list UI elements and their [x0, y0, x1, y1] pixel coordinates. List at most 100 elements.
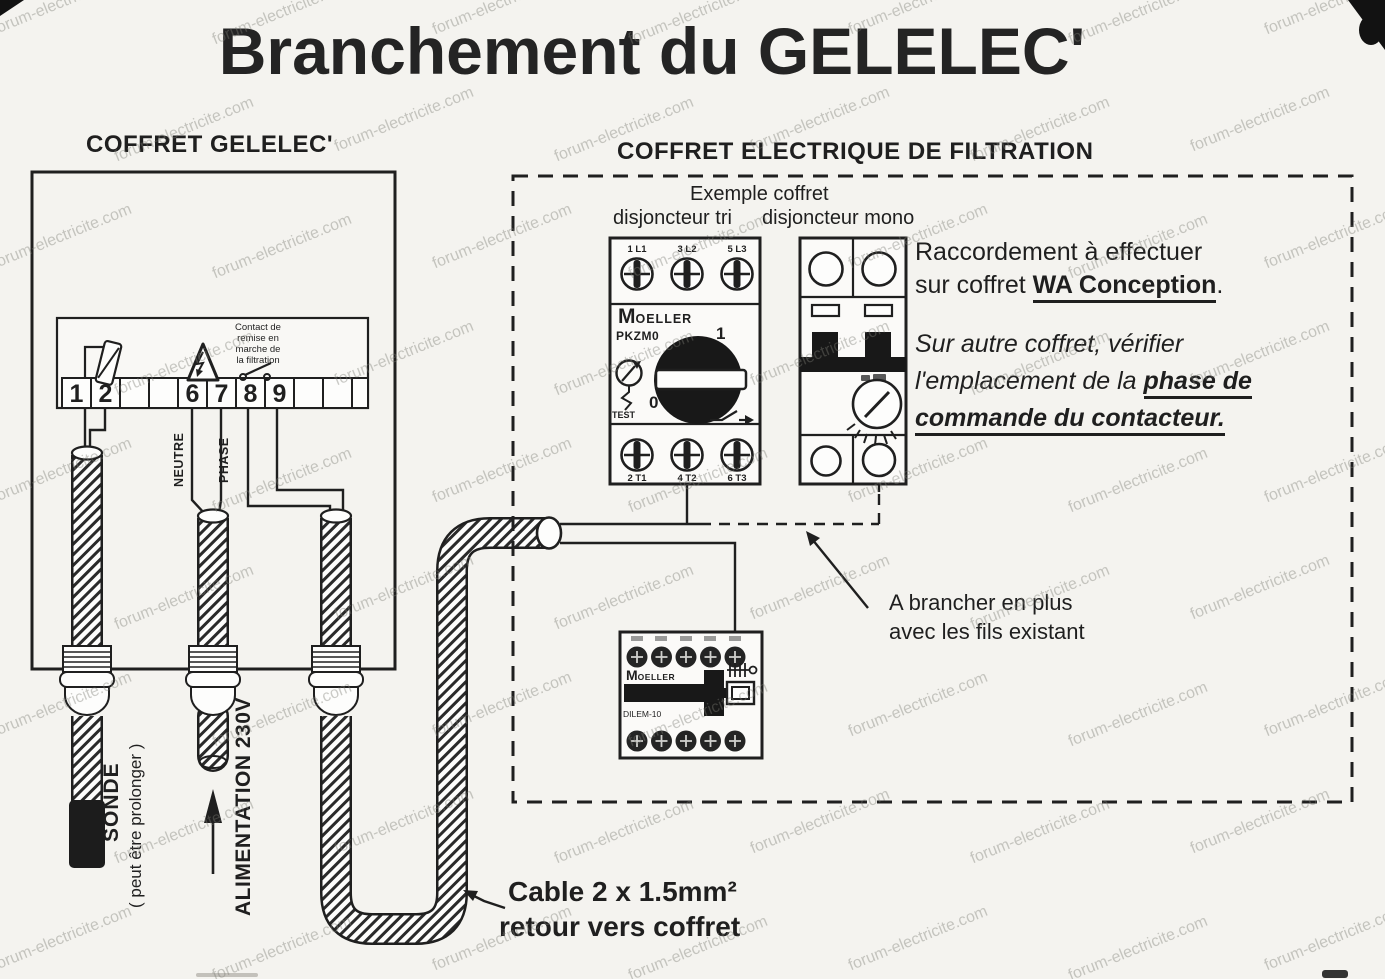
cable-glands: [59, 645, 364, 716]
contactor-bar-vertical: [704, 670, 724, 716]
contactor: [618, 630, 764, 760]
tri-terminal-label: 2 T1: [627, 473, 647, 484]
contactor-model: DILEM-10: [623, 709, 662, 719]
return-cable: [319, 508, 545, 945]
knob-off-label: 0: [649, 393, 659, 412]
cable-gland: [308, 645, 364, 716]
mono-window: [863, 303, 894, 318]
tri-breaker-brand: MOELLER: [618, 305, 693, 329]
mono-bottom-terminal: [810, 445, 842, 477]
wire-terminal-9: [275, 408, 345, 512]
terminal-number: 2: [99, 380, 113, 408]
test-label: TEST: [612, 410, 636, 420]
knob-on-label: 1: [716, 324, 726, 343]
tri-terminal-label: 4 T2: [677, 473, 696, 484]
mono-window: [810, 303, 841, 318]
wire-terminal-2: [88, 408, 107, 447]
contactor-brand: MOELLER: [626, 667, 675, 684]
aux-contact-icon: [710, 410, 754, 425]
brancher-note-line2: avec les fils existant: [889, 619, 1085, 644]
filtration-box-label: COFFRET ELECTRIQUE DE FILTRATION: [617, 138, 1094, 165]
mono-toggle: [800, 332, 906, 372]
tri-breaker: 1 L1 3 L2 5 L3: [608, 236, 762, 486]
contactor-bottom-terminals: [626, 730, 746, 752]
raccordement-note-line1: Raccordement à effectuer: [915, 238, 1203, 266]
tri-breaker-top-terminals: [620, 257, 754, 291]
brancher-arrow-head: [806, 531, 820, 546]
raccordement-suffix: .: [1216, 271, 1224, 299]
raccordement-prefix: sur coffret: [915, 271, 1033, 299]
warning-triangle-icon: [186, 342, 220, 382]
wire-neutre: [190, 408, 206, 515]
terminal-number: 9: [273, 380, 287, 408]
mono-top-terminal: [808, 251, 844, 287]
brand-initial: M: [618, 305, 636, 328]
neutre-label: NEUTRE: [172, 432, 186, 487]
alimentation-label: ALIMENTATION 230V: [232, 697, 255, 916]
tri-breaker-bottom-terminals: [620, 438, 754, 472]
brancher-note-line1: A brancher en plus: [889, 590, 1073, 615]
sonde-cable: [69, 445, 105, 868]
brand-initial: M: [626, 667, 638, 683]
autre-coffret-line1: Sur autre coffret, vérifier: [915, 330, 1184, 358]
test-dial-icon: [615, 359, 643, 411]
mono-bottom-terminal: [861, 442, 897, 478]
gelelec-box-label: COFFRET GELELEC': [86, 131, 334, 158]
page-title: Branchement du GELELEC': [218, 14, 1086, 88]
rotary-knob: [654, 336, 748, 424]
autre-coffret-line3: commande du contacteur.: [915, 405, 1225, 436]
contactor-bar: [624, 684, 704, 702]
alimentation-cable: [196, 508, 230, 772]
cable-note-line1: Cable 2 x 1.5mm²: [508, 876, 737, 907]
raccordement-note-line2: sur coffret WA Conception.: [915, 271, 1224, 303]
contact-note-line: la filtration: [236, 355, 279, 366]
sonde-label: SONDE: [100, 762, 123, 842]
wire-lower-to-contactor: [560, 541, 737, 649]
coil-window: [722, 680, 756, 706]
contactor-top-terminals: [626, 636, 746, 668]
cable-end: [535, 516, 563, 550]
adjustment-dial: [846, 378, 903, 446]
thermistor-icon: [83, 339, 123, 386]
sonde-tip: [69, 800, 105, 868]
tri-terminal-label: 6 T3: [727, 473, 746, 484]
brand-rest: OELLER: [635, 312, 693, 326]
gelelec-wires: [83, 408, 345, 515]
contact-switch-icon: [239, 362, 272, 381]
cable-note-arrow-head: [463, 890, 478, 901]
terminal-number: 1: [70, 380, 84, 408]
manual-override-icon: [727, 663, 758, 677]
annotation-arrows: [463, 531, 869, 910]
autre-coffret-prefix: l'emplacement de la: [915, 367, 1144, 395]
phase-emphasis: phase de: [1143, 367, 1252, 399]
cable-gland: [185, 645, 241, 716]
sonde-note: ( peut être prolonger ): [126, 743, 145, 908]
autre-coffret-line2: l'emplacement de la phase de: [915, 367, 1252, 399]
brand-rest: OELLER: [637, 672, 676, 682]
terminal-number: 7: [215, 380, 229, 408]
brancher-arrow-line: [811, 538, 869, 609]
tri-breaker-model: PKZM0: [616, 329, 660, 343]
contact-note-line: marche de: [236, 344, 281, 355]
tri-terminal-label: 5 L3: [727, 244, 746, 255]
wire-terminal-8: [246, 408, 332, 513]
contact-note-line: remise en: [237, 333, 279, 344]
phase-label: PHASE: [217, 437, 231, 483]
filtration-enclosure: [511, 174, 1354, 804]
connection-wires: [560, 471, 881, 649]
supply-arrow-icon: [204, 789, 222, 874]
mono-top-terminal: [861, 251, 897, 287]
mono-rating-mark: [861, 375, 870, 381]
tri-terminal-label: 3 L2: [677, 244, 696, 255]
tri-terminal-label: 1 L1: [627, 244, 647, 255]
wa-conception-emphasis: WA Conception: [1032, 271, 1217, 303]
mono-breaker: [798, 236, 908, 486]
terminal-number: 8: [244, 380, 258, 408]
cable-gland: [59, 645, 115, 716]
terminal-number: 6: [186, 380, 200, 408]
example-tri-label: disjoncteur tri: [613, 207, 732, 229]
cables: [59, 445, 545, 945]
